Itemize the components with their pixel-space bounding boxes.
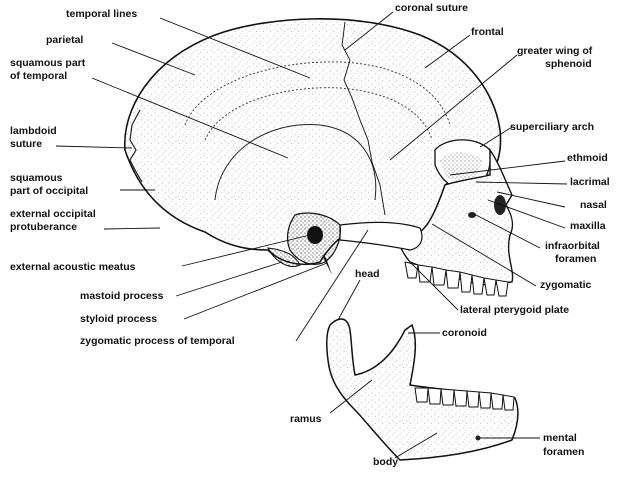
face-stipple bbox=[397, 150, 513, 285]
label-zygomatic: zygomatic bbox=[540, 279, 592, 291]
label-superciliary-arch: superciliary arch bbox=[510, 121, 595, 133]
label-maxilla: maxilla bbox=[570, 220, 606, 232]
label-ramus: ramus bbox=[290, 413, 322, 425]
infraorbital-foramen-hole bbox=[468, 212, 476, 218]
temporal-line-upper bbox=[184, 61, 451, 126]
label-lambdoid-2: suture bbox=[10, 138, 43, 150]
label-head: head bbox=[355, 268, 380, 280]
label-mastoid-process: mastoid process bbox=[80, 290, 164, 302]
label-greater-wing-2: sphenoid bbox=[545, 58, 592, 70]
label-zygomatic-process-temporal: zygomatic process of temporal bbox=[80, 335, 235, 347]
label-infraorbital-2: foramen bbox=[555, 253, 597, 265]
cranium-stipple bbox=[124, 18, 501, 265]
label-styloid-process: styloid process bbox=[80, 313, 158, 325]
label-mental-2: foramen bbox=[543, 446, 585, 458]
mastoid-bump bbox=[267, 247, 301, 267]
label-lambdoid-1: lambdoid bbox=[10, 125, 57, 137]
label-squamous-temporal-1: squamous part bbox=[10, 57, 86, 69]
nasal-aperture bbox=[494, 195, 506, 215]
acoustic-meatus-opening bbox=[307, 226, 323, 244]
label-external-occipital-2: protuberance bbox=[10, 221, 78, 233]
label-frontal: frontal bbox=[471, 26, 504, 38]
lambdoid-suture-line bbox=[129, 109, 143, 183]
label-mental-1: mental bbox=[543, 432, 577, 444]
squamous-temporal-border bbox=[214, 123, 377, 201]
label-infraorbital-1: infraorbital bbox=[545, 240, 600, 252]
label-parietal: parietal bbox=[46, 34, 84, 46]
label-ethmoid: ethmoid bbox=[567, 152, 608, 164]
lower-teeth bbox=[414, 387, 515, 411]
label-squamous-temporal-2: of temporal bbox=[10, 70, 68, 82]
label-lateral-pterygoid-plate: lateral pterygoid plate bbox=[460, 304, 570, 316]
label-lacrimal: lacrimal bbox=[570, 176, 610, 188]
upper-teeth bbox=[404, 261, 509, 297]
coronal-suture-line bbox=[341, 21, 386, 216]
label-temporal-lines: temporal lines bbox=[66, 8, 138, 20]
label-squamous-occipital-1: squamous bbox=[10, 172, 63, 184]
zygomatic-arch bbox=[339, 221, 423, 251]
label-external-acoustic-meatus: external acoustic meatus bbox=[10, 261, 136, 273]
label-nasal: nasal bbox=[580, 199, 607, 211]
label-squamous-occipital-2: part of occipital bbox=[10, 185, 89, 197]
mental-foramen-hole bbox=[475, 435, 481, 441]
label-coronoid: coronoid bbox=[442, 327, 487, 339]
label-external-occipital-1: external occipital bbox=[10, 208, 96, 220]
styloid-spike bbox=[322, 255, 332, 275]
label-body: body bbox=[373, 456, 399, 468]
leader-lines bbox=[55, 11, 568, 459]
label-greater-wing-1: greater wing of bbox=[517, 45, 593, 57]
label-coronal-suture: coronal suture bbox=[395, 2, 468, 14]
